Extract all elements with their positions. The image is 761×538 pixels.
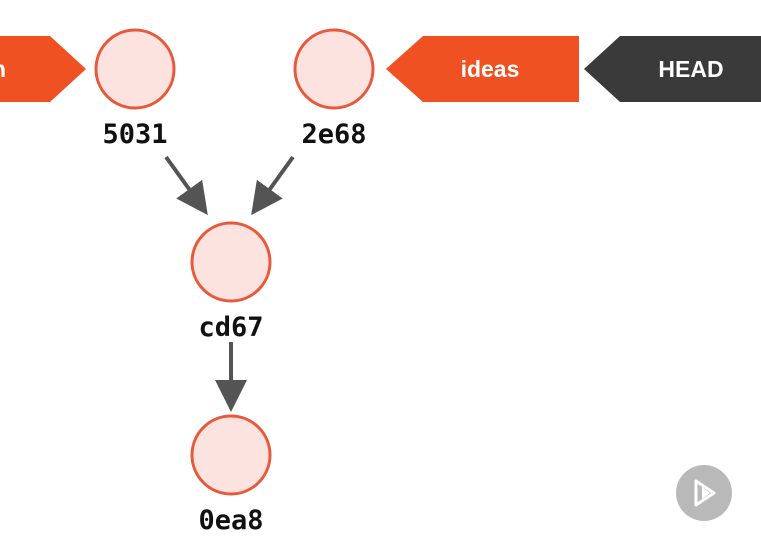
commit-cd67: cd67 [190, 221, 272, 343]
commit-id: 5031 [102, 119, 167, 150]
commit-2e68: 2e68 [293, 28, 375, 150]
commit-node [293, 28, 375, 110]
play-icon [694, 479, 716, 507]
head-tag: HEAD [584, 36, 761, 102]
branch-tag-ideas-label: ideas [461, 56, 520, 82]
branch-tag-partial-label: n [0, 56, 6, 82]
commit-0ea8: 0ea8 [190, 414, 272, 536]
commit-id: 0ea8 [198, 505, 263, 536]
commit-node [94, 28, 176, 110]
commit-node [190, 221, 272, 303]
commit-id: cd67 [198, 312, 263, 343]
commit-node [190, 414, 272, 496]
branch-tag-partial: n [0, 36, 86, 102]
commit-5031: 5031 [94, 28, 176, 150]
edge-5031-to-cd67 [164, 155, 208, 216]
head-tag-label: HEAD [658, 56, 723, 82]
commit-id: 2e68 [301, 119, 366, 150]
play-button[interactable] [676, 465, 732, 521]
branch-tag-ideas: ideas [386, 36, 579, 102]
edge-2e68-to-cd67 [251, 155, 295, 216]
